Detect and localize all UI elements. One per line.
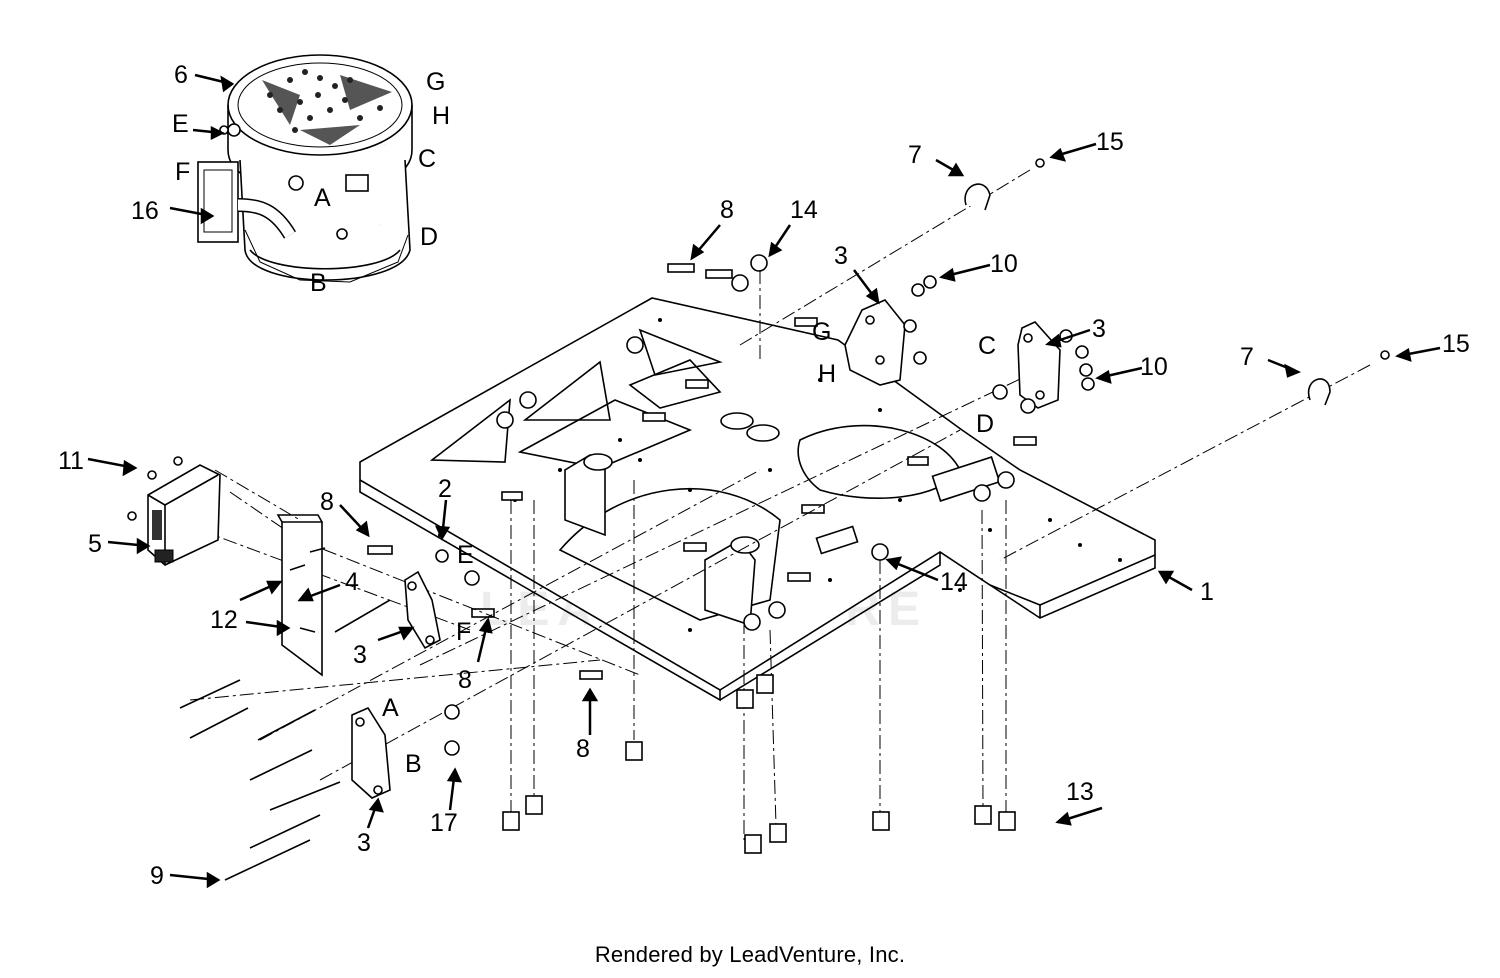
- callout-16: 16: [131, 197, 159, 225]
- callout-10-upper: 10: [990, 250, 1018, 278]
- callout-7-upper: 7: [908, 141, 922, 169]
- callout-12: 12: [210, 606, 238, 634]
- callout-10-lower: 10: [1140, 353, 1168, 381]
- callout-H-frame: H: [818, 360, 836, 388]
- callout-D-engine: D: [420, 223, 438, 251]
- exploded-view-drawing: LEADVENTURE: [58, 54, 1470, 890]
- callout-15-upper: 15: [1096, 128, 1124, 156]
- callout-14-top: 14: [790, 196, 818, 224]
- footer-credit: Rendered by LeadVenture, Inc.: [594, 942, 906, 967]
- callout-labels: 6 E F 16 G H C A D B 7 15 8 14 3 10 G H …: [58, 61, 1470, 890]
- callout-2: 2: [438, 475, 452, 503]
- long-bolts: [179, 547, 391, 881]
- callout-8-top: 8: [720, 196, 734, 224]
- callout-F-engine: F: [175, 158, 190, 186]
- callout-E-engine: E: [172, 110, 189, 138]
- callout-4: 4: [345, 568, 359, 596]
- callout-8-bottom: 8: [576, 735, 590, 763]
- engine-assembly: [197, 54, 413, 283]
- control-module: [127, 456, 221, 566]
- callout-5: 5: [88, 530, 102, 558]
- callout-6: 6: [174, 61, 188, 89]
- callout-8-left: 8: [320, 488, 334, 516]
- callout-D-frame: D: [976, 410, 994, 438]
- callout-9: 9: [150, 862, 164, 890]
- callout-3-left-a: 3: [353, 641, 367, 669]
- callout-H-engine: H: [432, 102, 450, 130]
- callout-A-frame: A: [382, 694, 399, 722]
- callout-15-lower: 15: [1442, 330, 1470, 358]
- frame-plate: [359, 254, 1156, 702]
- callout-1: 1: [1200, 578, 1214, 606]
- callout-3-right-a: 3: [834, 242, 848, 270]
- leader-arrows: [87, 73, 1441, 889]
- callout-11: 11: [58, 447, 84, 475]
- callout-B-engine: B: [310, 269, 327, 297]
- callout-G-engine: G: [426, 68, 445, 96]
- callout-G-frame: G: [812, 318, 831, 346]
- nuts-spacers: [435, 275, 1095, 756]
- callout-A-engine: A: [314, 184, 331, 212]
- bottom-screws: [502, 674, 1016, 854]
- callout-3-left-b: 3: [357, 829, 371, 857]
- callout-C-engine: C: [418, 145, 436, 173]
- callout-17: 17: [430, 809, 458, 837]
- alignment-lines: [189, 169, 1371, 840]
- callout-7-lower: 7: [1240, 343, 1254, 371]
- callout-F-frame: F: [456, 618, 471, 646]
- callout-C-frame: C: [978, 332, 996, 360]
- callout-14-lower: 14: [940, 568, 968, 596]
- brackets: [276, 299, 1061, 799]
- callout-E-frame: E: [457, 541, 474, 569]
- callout-B-frame: B: [405, 750, 422, 778]
- callout-3-right-b: 3: [1092, 315, 1106, 343]
- callout-13: 13: [1066, 778, 1094, 806]
- clamps: [964, 158, 1390, 406]
- callout-8-mid: 8: [458, 666, 472, 694]
